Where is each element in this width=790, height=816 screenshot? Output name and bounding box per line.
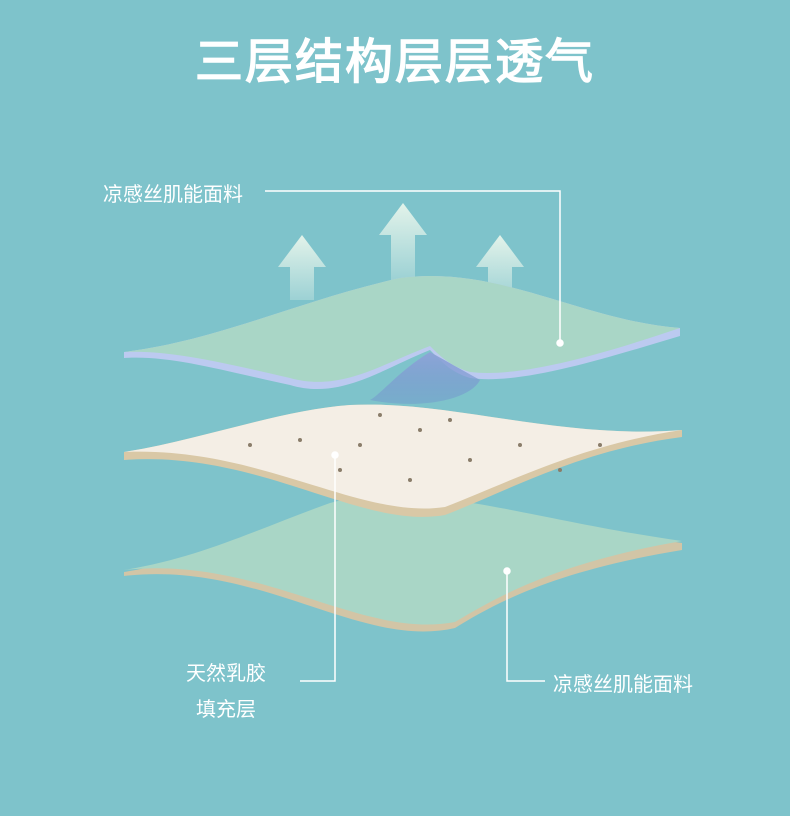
middle-layer-label-line1: 天然乳胶	[186, 661, 266, 685]
airflow-arrow-icon	[278, 235, 326, 300]
top-layer-label: 凉感丝肌能面料	[103, 182, 243, 206]
airflow-arrow-icon	[379, 203, 427, 280]
callout-top	[265, 190, 564, 347]
callout-bottom	[503, 567, 545, 682]
callout-middle	[300, 451, 339, 682]
latex-layer	[124, 404, 682, 517]
bottom-fabric-layer	[124, 495, 682, 632]
top-fabric-layer	[124, 276, 680, 404]
middle-layer-label-line2: 填充层	[196, 697, 256, 721]
page-title: 三层结构层层透气	[194, 34, 595, 90]
bottom-layer-label: 凉感丝肌能面料	[553, 672, 693, 696]
